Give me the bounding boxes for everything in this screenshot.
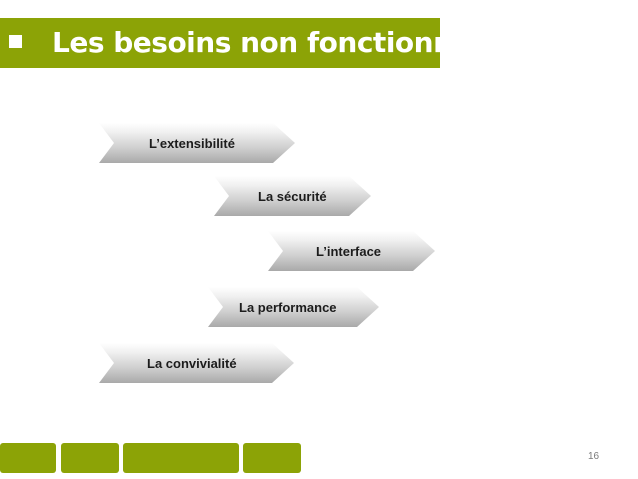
slide-title-bar: Les besoins non fonctionnels: [0, 18, 497, 68]
square-bullet-icon: [9, 35, 22, 48]
chevron-security: La sécurité: [214, 176, 371, 216]
chevron-label: La performance: [239, 299, 337, 315]
chevron-interface: L’interface: [268, 231, 435, 271]
chevron-extensibility: L’extensibilité: [99, 123, 295, 163]
chevron-label: L’interface: [316, 243, 382, 259]
chevron-label: L’extensibilité: [149, 135, 235, 151]
chevron-conviviality: La convivialité: [99, 343, 294, 383]
footer-tab-2: [61, 443, 119, 473]
slide-title: Les besoins non fonctionnels: [52, 26, 497, 59]
chevron-label: La convivialité: [147, 355, 237, 371]
footer-tab-1: [0, 443, 56, 473]
chevron-performance: La performance: [208, 287, 379, 327]
footer-tab-4: [243, 443, 301, 473]
page-number: 16: [588, 451, 600, 462]
chevron-label: La sécurité: [258, 188, 327, 204]
footer-tab-3: [123, 443, 239, 473]
